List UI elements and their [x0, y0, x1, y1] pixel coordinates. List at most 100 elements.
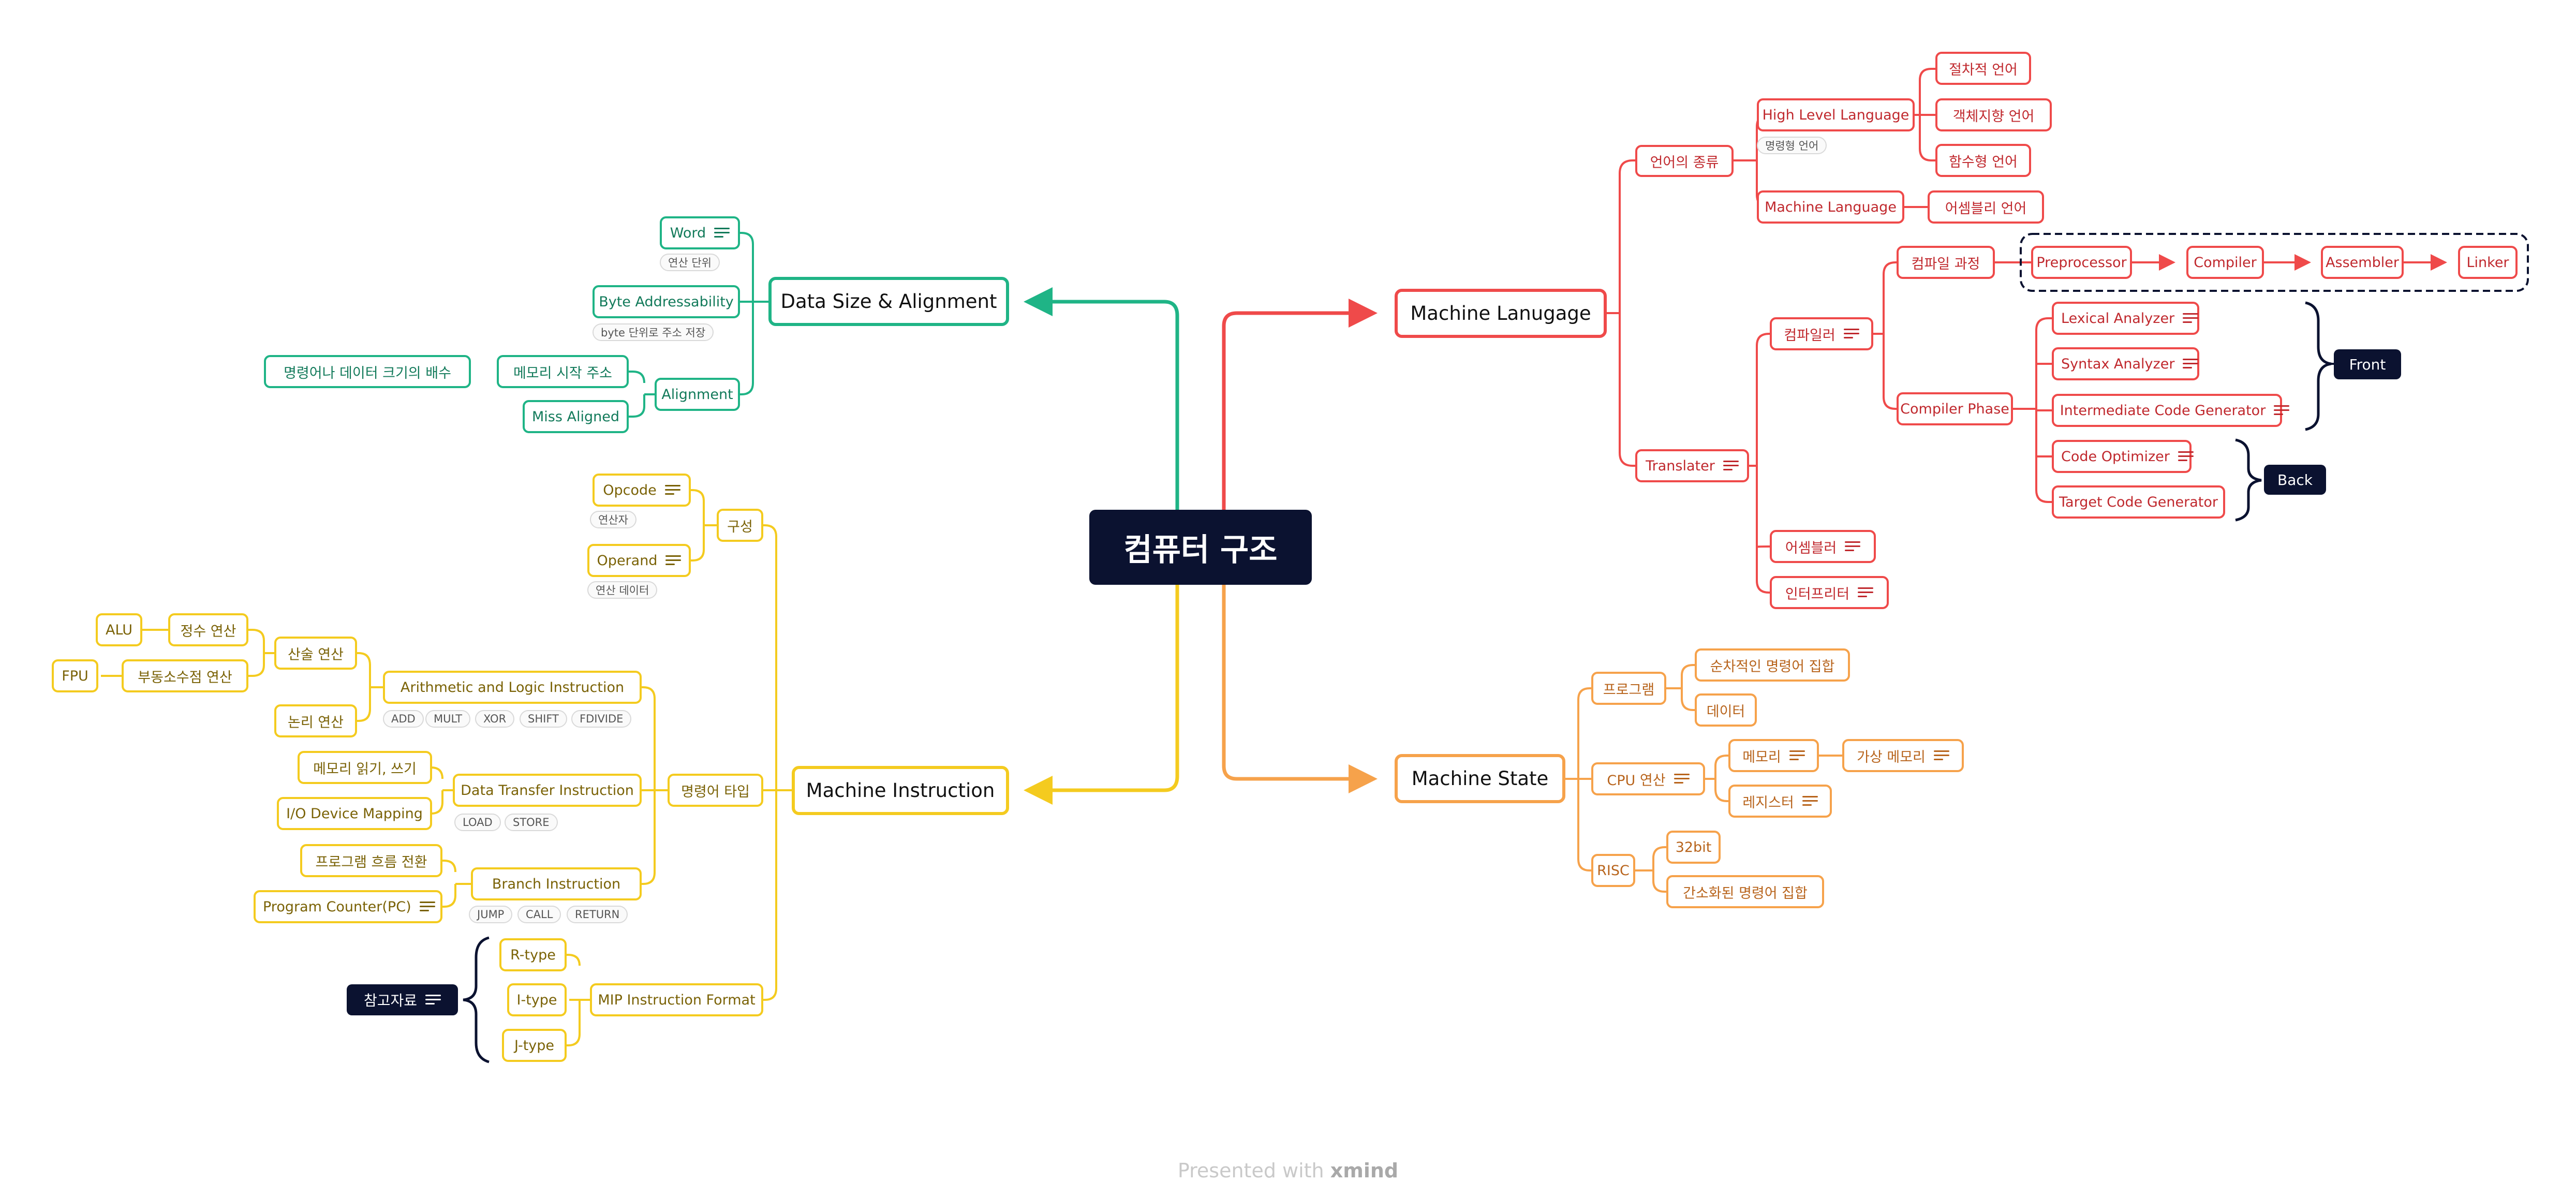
topic-linker[interactable]: Linker [2458, 246, 2518, 279]
topic-translater[interactable]: Translater [1635, 449, 1749, 482]
topic-machine-lang[interactable]: Machine Language [1757, 190, 1904, 224]
topic-alu[interactable]: ALU [96, 613, 142, 646]
topic-compiler[interactable]: 컴파일러 [1770, 317, 1873, 350]
topic-data-transfer-instruction[interactable]: Data Transfer Instruction [453, 774, 642, 807]
topic-label: 순차적인 명령어 집합 [1710, 658, 1835, 675]
topic-lexical-analyzer[interactable]: Lexical Analyzer [2052, 302, 2199, 335]
topic-assembly-language[interactable]: 어셈블리 언어 [1928, 190, 2044, 224]
note-icon[interactable] [1845, 541, 1861, 552]
note-icon[interactable] [1723, 461, 1739, 471]
topic-label: Word [670, 225, 706, 241]
topic-sequential-instructions[interactable]: 순차적인 명령어 집합 [1695, 648, 1850, 682]
topic-label: 절차적 언어 [1949, 62, 2018, 78]
note-icon[interactable] [1674, 774, 1690, 784]
topic-opcode[interactable]: Opcode [593, 474, 691, 507]
topic-label: 간소화된 명령어 집합 [1683, 885, 1808, 902]
topic-io-device-mapping[interactable]: I/O Device Mapping [277, 797, 432, 830]
central-topic[interactable]: 컴퓨터 구조 [1089, 510, 1312, 585]
topic-functional-language[interactable]: 함수형 언어 [1935, 144, 2031, 177]
note-icon[interactable] [2183, 359, 2199, 369]
topic-cpu-operation[interactable]: CPU 연산 [1591, 762, 1705, 795]
note-icon[interactable] [665, 555, 682, 566]
topic-instruction-type[interactable]: 명령어 타입 [668, 774, 763, 807]
topic-byte-addressability[interactable]: Byte Addressability [593, 285, 740, 318]
topic-label: Syntax Analyzer [2061, 356, 2175, 372]
topic-machine-language[interactable]: Machine Lanugage [1395, 289, 1607, 338]
label-tag: JUMP [469, 906, 513, 923]
footer-credit: Presented with xmind [1178, 1159, 1398, 1182]
topic-data[interactable]: 데이터 [1695, 693, 1757, 727]
topic-compiler-phase[interactable]: Compiler Phase [1897, 392, 2013, 425]
topic-virtual-memory[interactable]: 가상 메모리 [1842, 739, 1964, 772]
topic-machine-state[interactable]: Machine State [1395, 754, 1565, 803]
note-icon[interactable] [2183, 313, 2199, 323]
note-icon[interactable] [1802, 796, 1818, 806]
topic-object-oriented-language[interactable]: 객체지향 언어 [1935, 98, 2052, 131]
topic-32bit[interactable]: 32bit [1666, 831, 1721, 864]
note-icon[interactable] [1858, 587, 1874, 598]
topic-data-size-alignment[interactable]: Data Size & Alignment [768, 277, 1009, 326]
topic-branch-instruction[interactable]: Branch Instruction [471, 867, 642, 900]
topic-alignment[interactable]: Alignment [655, 378, 740, 411]
topic-label: Compiler Phase [1900, 401, 2009, 417]
topic-arith-logic-instruction[interactable]: Arithmetic and Logic Instruction [383, 671, 642, 704]
note-icon[interactable] [419, 902, 435, 912]
note-icon[interactable] [1933, 750, 1949, 761]
topic-arithmetic-op[interactable]: 산술 연산 [274, 637, 357, 670]
topic-risc[interactable]: RISC [1591, 854, 1635, 887]
topic-integer-op[interactable]: 정수 연산 [168, 613, 248, 646]
topic-code-optimizer[interactable]: Code Optimizer [2052, 440, 2194, 473]
summary-reference[interactable]: 참고자료 [347, 984, 458, 1015]
note-icon[interactable] [2178, 451, 2194, 462]
topic-assembler-step[interactable]: Assembler [2321, 246, 2404, 279]
topic-label: Arithmetic and Logic Instruction [400, 679, 625, 696]
topic-miss-aligned[interactable]: Miss Aligned [523, 400, 629, 433]
topic-program[interactable]: 프로그램 [1591, 672, 1666, 705]
topic-label: R-type [510, 947, 556, 963]
summary-back[interactable]: Back [2264, 465, 2326, 495]
note-icon[interactable] [664, 485, 680, 495]
topic-fpu[interactable]: FPU [52, 659, 98, 692]
note-icon[interactable] [714, 228, 730, 238]
topic-compiler-step[interactable]: Compiler [2186, 246, 2264, 279]
topic-r-type[interactable]: R-type [499, 938, 567, 971]
topic-i-type[interactable]: I-type [507, 983, 567, 1016]
topic-register[interactable]: 레지스터 [1728, 785, 1832, 818]
topic-mip-instruction-format[interactable]: MIP Instruction Format [590, 983, 763, 1016]
topic-preprocessor[interactable]: Preprocessor [2031, 246, 2132, 279]
topic-label: Machine Instruction [806, 779, 995, 802]
topic-operand[interactable]: Operand [587, 544, 691, 577]
topic-program-counter[interactable]: Program Counter(PC) [254, 890, 442, 923]
topic-label: 32bit [1675, 839, 1712, 855]
topic-memory-start-address[interactable]: 메모리 시작 주소 [497, 355, 629, 388]
topic-memory[interactable]: 메모리 [1728, 739, 1819, 772]
note-icon[interactable] [425, 995, 441, 1005]
topic-word[interactable]: Word [660, 216, 740, 249]
topic-intermediate-code-generator[interactable]: Intermediate Code Generator [2052, 394, 2290, 427]
topic-composition[interactable]: 구성 [717, 509, 763, 542]
topic-language-types[interactable]: 언어의 종류 [1635, 145, 1734, 177]
topic-label: Operand [597, 552, 658, 569]
topic-syntax-analyzer[interactable]: Syntax Analyzer [2052, 347, 2199, 380]
summary-front[interactable]: Front [2334, 349, 2401, 379]
topic-label: Preprocessor [2036, 254, 2127, 271]
topic-logic-op[interactable]: 논리 연산 [274, 704, 357, 737]
note-icon[interactable] [1789, 750, 1805, 761]
topic-high-level-language[interactable]: High Level Language [1757, 98, 1915, 131]
topic-machine-instruction[interactable]: Machine Instruction [792, 766, 1009, 815]
topic-memory-read-write[interactable]: 메모리 읽기, 쓰기 [298, 751, 432, 784]
topic-target-code-generator[interactable]: Target Code Generator [2052, 485, 2225, 519]
topic-multiple-of-size[interactable]: 명령어나 데이터 크기의 배수 [264, 355, 471, 388]
topic-j-type[interactable]: J-type [502, 1029, 567, 1062]
note-icon[interactable] [1843, 329, 1859, 339]
topic-label: I/O Device Mapping [286, 805, 423, 822]
topic-interpreter[interactable]: 인터프리터 [1770, 576, 1889, 609]
topic-assembler[interactable]: 어셈블러 [1770, 530, 1876, 563]
topic-procedural-language[interactable]: 절차적 언어 [1935, 52, 2031, 85]
topic-float-op[interactable]: 부동소수점 연산 [122, 659, 248, 692]
topic-compile-process[interactable]: 컴파일 과정 [1897, 246, 1995, 279]
label-tag: LOAD [454, 814, 501, 831]
topic-program-flow-change[interactable]: 프로그램 흐름 전환 [300, 844, 442, 877]
topic-simplified-instructions[interactable]: 간소화된 명령어 집합 [1666, 875, 1824, 908]
topic-label: 메모리 읽기, 쓰기 [313, 761, 417, 777]
